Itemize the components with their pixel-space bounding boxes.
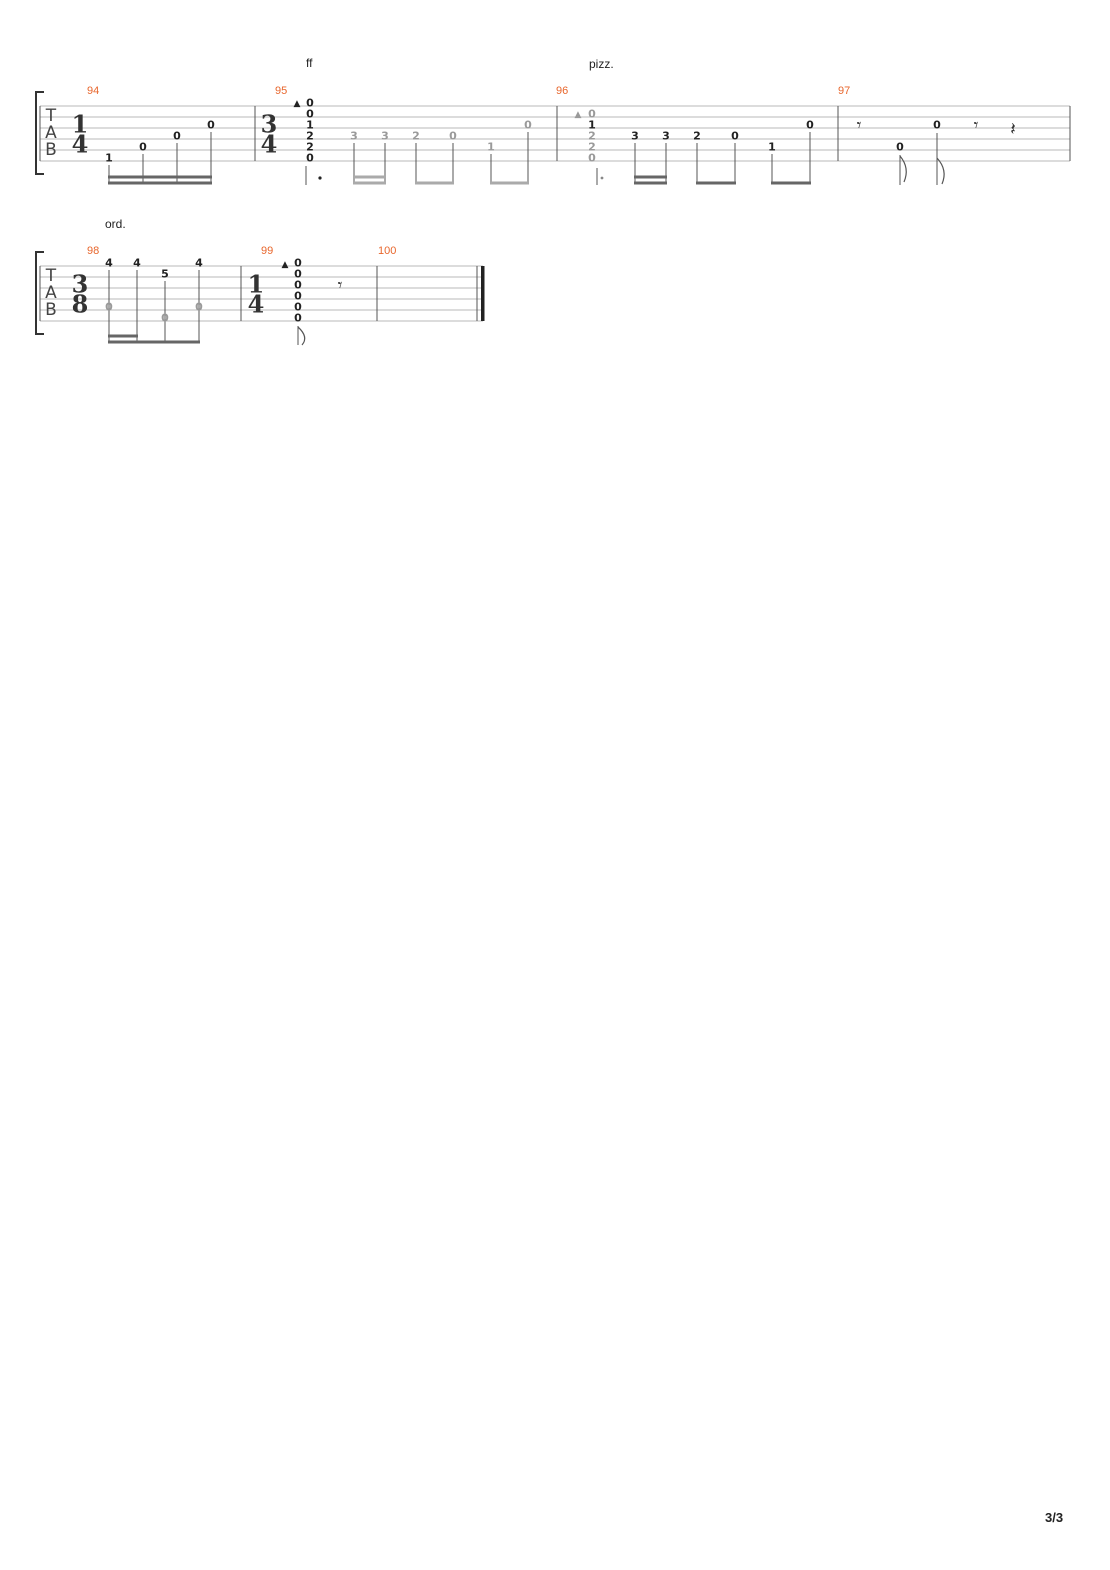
flag <box>899 155 907 183</box>
fret-number: 1 <box>487 141 495 154</box>
fret-number: 2 <box>306 130 314 143</box>
fret-number: 4 <box>195 257 203 270</box>
quarter-rest-icon: 𝄽 <box>1010 119 1016 140</box>
system-1: T A B ff pizz. 94 95 96 97 1 4 3 4 1 0 0… <box>35 56 1071 185</box>
fret-number: 1 <box>768 141 776 154</box>
fret-number: 0 <box>294 301 302 314</box>
flag <box>936 157 945 185</box>
time-signature-denominator: 8 <box>72 290 89 319</box>
time-signature-numerator: 1 <box>248 270 265 299</box>
fret-number: 0 <box>588 108 596 121</box>
fret-number: 0 <box>207 119 215 132</box>
tab-letter-a: A <box>45 123 57 143</box>
fret-number: 5 <box>161 268 169 281</box>
tab-letter-a: A <box>45 283 57 303</box>
final-barline-thick <box>481 266 485 321</box>
ord-marking: ord. <box>105 217 126 231</box>
fret-number: 3 <box>631 130 639 143</box>
measure-96-notes: ▲ 0 1 2 2 0 3 3 2 0 1 0 <box>575 108 814 185</box>
fret-number: 4 <box>133 257 141 270</box>
time-signature-numerator: 1 <box>72 110 89 139</box>
fret-number: 1 <box>306 119 314 132</box>
page-number: 3/3 <box>1045 1510 1063 1525</box>
fret-number: 0 <box>306 97 314 110</box>
measure-number: 98 <box>87 245 99 257</box>
fret-number: 0 <box>294 279 302 292</box>
fret-number: 2 <box>588 130 596 143</box>
pizz-marking: pizz. <box>589 57 614 71</box>
tab-letter-t: T <box>45 266 57 286</box>
system-2-bracket <box>35 251 44 335</box>
fret-number: 0 <box>731 130 739 143</box>
measure-98-notes: 4 4 5 4 0 0 0 <box>105 257 203 344</box>
dot <box>318 176 322 180</box>
measure-number: 97 <box>838 85 850 97</box>
measure-95-notes: ▲ 0 0 1 2 2 0 3 3 2 0 1 0 <box>294 97 532 185</box>
fret-number: 1 <box>588 119 596 132</box>
eighth-rest-icon: 𝄾 <box>338 275 343 296</box>
fret-number: 0 <box>294 290 302 303</box>
fret-number: 0 <box>933 119 941 132</box>
measure-99-notes: ▲ 0 0 0 0 0 0 𝄾 <box>282 257 343 346</box>
accent-icon: ▲ <box>282 260 289 270</box>
system-1-staff-lines <box>40 105 1070 162</box>
dynamic-marking: ff <box>306 56 313 70</box>
time-signature-denominator: 4 <box>72 130 89 159</box>
time-signature-numerator: 3 <box>261 110 278 139</box>
fret-number: 0 <box>294 268 302 281</box>
tab-letter-t: T <box>45 106 57 126</box>
tab-letter-b: B <box>45 140 57 160</box>
fret-number: 3 <box>662 130 670 143</box>
tab-letter-b: B <box>45 300 57 320</box>
fret-number: 0 <box>806 119 814 132</box>
time-signature-denominator: 4 <box>248 290 265 319</box>
fret-number: 1 <box>105 152 113 165</box>
fret-number: 0 <box>173 130 181 143</box>
fret-number: 0 <box>524 119 532 132</box>
eighth-rest-icon: 𝄾 <box>974 115 979 136</box>
fret-number: 0 <box>294 312 302 325</box>
measure-number: 95 <box>275 85 287 97</box>
measure-number: 94 <box>87 85 99 97</box>
system-1-bracket <box>35 91 44 175</box>
time-signature-denominator: 4 <box>261 130 278 159</box>
fret-number: 3 <box>350 130 358 143</box>
fret-number: 2 <box>588 141 596 154</box>
measure-number: 96 <box>556 85 568 97</box>
time-signature-numerator: 3 <box>72 270 89 299</box>
fret-number: 2 <box>412 130 420 143</box>
fret-number: 0 <box>294 257 302 270</box>
accent-icon: ▲ <box>294 99 301 109</box>
flag <box>297 326 306 346</box>
fret-number: 0 <box>896 141 904 154</box>
measure-94-notes: 1 0 0 0 <box>105 119 215 185</box>
measure-number: 100 <box>378 245 396 257</box>
fret-number: 2 <box>306 141 314 154</box>
fret-number: 2 <box>693 130 701 143</box>
ghost-fret-number: 0 <box>195 301 203 314</box>
fret-number: 4 <box>105 257 113 270</box>
accent-icon: ▲ <box>575 110 582 120</box>
system-2-staff-lines <box>40 265 483 322</box>
measure-number: 99 <box>261 245 273 257</box>
fret-number: 0 <box>306 108 314 121</box>
system-2: ord. T A B 98 99 100 3 8 1 4 <box>35 217 485 346</box>
dot <box>600 176 604 180</box>
fret-number: 0 <box>449 130 457 143</box>
eighth-rest-icon: 𝄾 <box>857 115 862 136</box>
fret-number: 0 <box>588 152 596 165</box>
ghost-fret-number: 0 <box>161 312 169 325</box>
fret-number: 0 <box>306 152 314 165</box>
measure-97-notes: 𝄾 0 0 𝄾 𝄽 <box>857 115 1016 185</box>
fret-number: 3 <box>381 130 389 143</box>
fret-number: 0 <box>139 141 147 154</box>
ghost-fret-number: 0 <box>105 301 113 314</box>
